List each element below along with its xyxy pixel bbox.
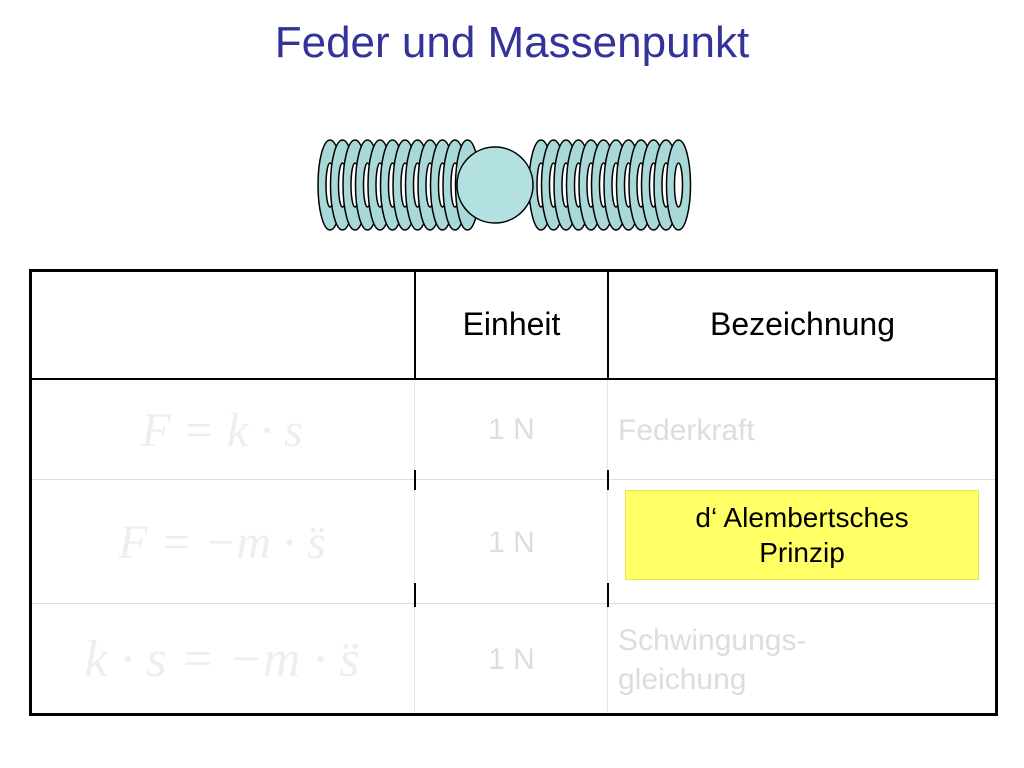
slide-title: Feder und Massenpunkt <box>274 18 750 67</box>
description-line: gleichung <box>618 662 747 696</box>
description-cell: Federkraft <box>618 413 755 447</box>
unit-cell: 1 N <box>488 413 535 446</box>
formula-oscillation: k · s = −m · s̈ <box>84 631 360 688</box>
table-row-divider <box>32 479 995 480</box>
table-row: k · s = −m · s̈ 1 N Schwingungs- gleichu… <box>29 604 997 715</box>
table-header-divider <box>29 378 998 380</box>
table-row: F = −m · s̈ 1 N <box>29 481 997 604</box>
spring-mass-figure <box>310 135 700 240</box>
table-outer-border-bottom <box>29 713 998 716</box>
spring-ring-right <box>665 139 692 231</box>
description-line: Schwingungs- <box>618 623 807 657</box>
dalembert-callout: d‘ Alembertsches Prinzip <box>625 490 979 580</box>
spring-mass-icon <box>317 139 692 231</box>
description-cell: Schwingungs- gleichung <box>608 604 997 715</box>
table-row-divider <box>32 603 995 604</box>
row-tick <box>414 470 416 490</box>
header-empty-cell <box>29 270 415 379</box>
formula-inertia: F = −m · s̈ <box>118 516 326 569</box>
row-tick <box>414 583 416 607</box>
mass-point <box>456 146 534 224</box>
formula-spring-force: F = k · s <box>141 403 303 457</box>
table-outer-border-left <box>29 269 32 716</box>
unit-cell: 1 N <box>488 525 535 559</box>
row-tick <box>607 470 609 490</box>
header-einheit: Einheit <box>462 306 561 342</box>
table-outer-border-top <box>29 269 998 272</box>
header-bezeichnung: Bezeichnung <box>709 306 896 342</box>
table-row: F = k · s 1 N Federkraft <box>29 379 997 481</box>
callout-line-2: Prinzip <box>759 537 845 568</box>
callout-line-1: d‘ Alembertsches <box>695 502 909 533</box>
unit-cell: 1 N <box>488 642 535 676</box>
table-col-divider-faint <box>607 380 608 713</box>
table-outer-border-right <box>995 269 998 716</box>
equation-table: Einheit Bezeichnung F = k · s 1 N Federk… <box>29 270 997 715</box>
row-tick <box>607 583 609 607</box>
table-col-divider-faint <box>414 380 415 713</box>
table-col-divider-1 <box>414 269 416 380</box>
table-col-divider-2 <box>607 269 609 380</box>
table-header-row: Einheit Bezeichnung <box>29 270 997 379</box>
